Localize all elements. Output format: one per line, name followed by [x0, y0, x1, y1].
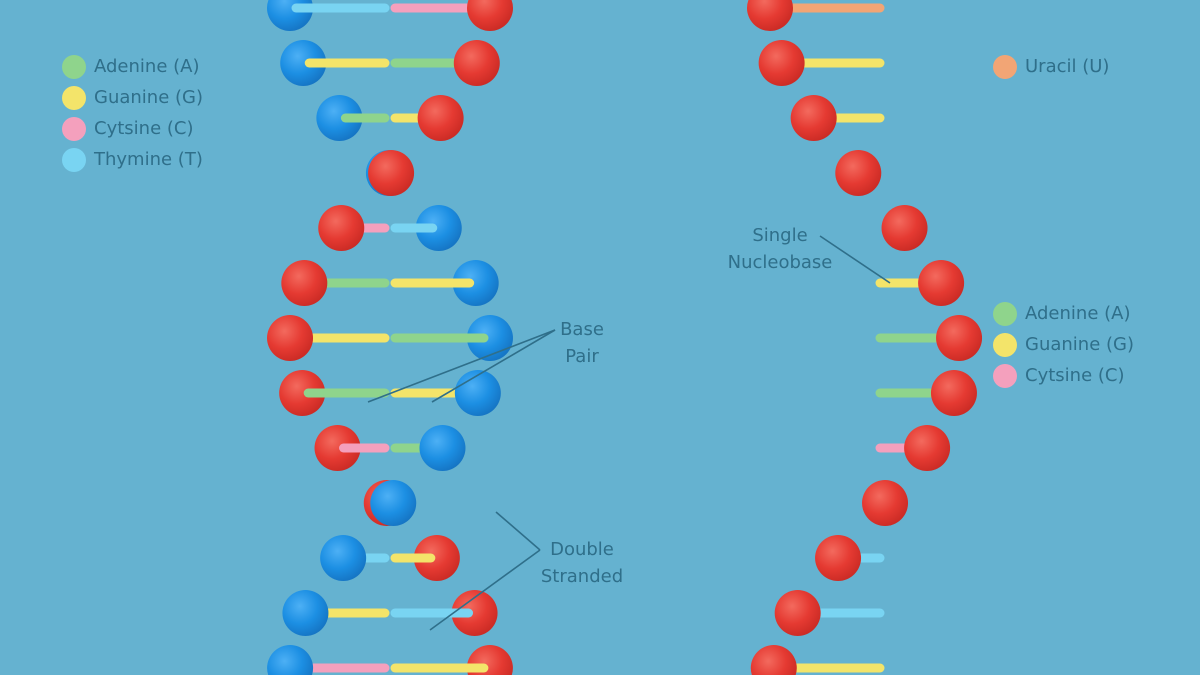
callout-line: Double: [550, 539, 614, 560]
legend-dna: Adenine (A) Guanine (G) Cytsine (C) Thym…: [62, 51, 203, 175]
backbone-blue-ball: [415, 205, 462, 251]
double-stranded-leader: [495, 511, 541, 551]
backbone-red-ball: [413, 535, 460, 581]
backbone-blue-ball: [280, 40, 327, 86]
backbone-red-ball: [918, 260, 965, 306]
legend-label: Cytsine (C): [1025, 365, 1125, 386]
legend-label: Adenine (A): [94, 56, 200, 77]
backbone-red-ball: [417, 95, 464, 141]
guanine-swatch: [62, 85, 86, 110]
adenine-swatch: [993, 301, 1017, 326]
backbone-red-ball: [281, 260, 328, 306]
backbone-blue-ball: [370, 480, 417, 526]
backbone-red-ball: [774, 590, 821, 636]
backbone-blue-ball: [452, 260, 499, 306]
thymine-swatch: [62, 147, 86, 172]
backbone-red-ball: [790, 95, 837, 141]
legend-item-cytosine: Cytsine (C): [62, 113, 203, 144]
backbone-blue-ball: [316, 95, 363, 141]
backbone-red-ball: [314, 425, 361, 471]
callout-line: Pair: [565, 346, 599, 367]
callout-line: Single: [752, 225, 808, 246]
legend-rna: Adenine (A) Guanine (G) Cytsine (C): [993, 298, 1134, 391]
legend-item-uracil: Uracil (U): [993, 51, 1109, 82]
backbone-blue-ball: [419, 425, 466, 471]
backbone-red-ball: [750, 645, 797, 675]
legend-item-guanine: Guanine (G): [62, 82, 203, 113]
legend-item-adenine: Adenine (A): [62, 51, 203, 82]
backbone-red-ball: [758, 40, 805, 86]
rna-strand: [747, 0, 983, 675]
leader-lines: [367, 235, 891, 631]
callout-line: Nucleobase: [727, 252, 833, 273]
cytosine-swatch: [62, 116, 86, 141]
legend-item-guanine: Guanine (G): [993, 329, 1134, 360]
backbone-red-ball: [881, 205, 928, 251]
double-stranded-leader: [429, 549, 541, 631]
callout-base-pair: Base Pair: [548, 316, 616, 370]
backbone-red-ball: [279, 370, 326, 416]
callout-single-nucleobase: Single Nucleobase: [725, 222, 835, 276]
backbone-blue-ball: [282, 590, 329, 636]
backbone-blue-ball: [320, 535, 367, 581]
callout-double-stranded: Double Stranded: [534, 536, 630, 590]
backbone-blue-ball: [267, 645, 314, 675]
base-pair-leader: [367, 329, 556, 403]
legend-label: Guanine (G): [1025, 334, 1134, 355]
backbone-red-ball: [815, 535, 862, 581]
backbone-red-ball: [267, 315, 314, 361]
dna-front-layer: [267, 0, 513, 675]
backbone-red-ball: [451, 590, 498, 636]
backbone-red-ball: [862, 480, 909, 526]
guanine-swatch: [993, 332, 1017, 357]
single-nucleobase-leader: [819, 235, 891, 284]
uracil-swatch: [993, 54, 1017, 79]
backbone-red-ball: [835, 150, 882, 196]
backbone-red-ball: [904, 425, 951, 471]
legend-rna-uracil: Uracil (U): [993, 51, 1109, 82]
backbone-red-ball: [467, 0, 513, 31]
legend-item-cytosine: Cytsine (C): [993, 360, 1134, 391]
backbone-blue-ball: [454, 370, 501, 416]
callout-line: Base: [560, 319, 604, 340]
legend-label: Cytsine (C): [94, 118, 194, 139]
backbone-red-ball: [368, 150, 415, 196]
legend-label: Uracil (U): [1025, 56, 1110, 77]
backbone-blue-ball: [466, 315, 513, 361]
backbone-red-ball: [747, 0, 793, 31]
cytosine-swatch: [993, 363, 1017, 388]
legend-label: Thymine (T): [94, 149, 203, 170]
callout-line: Stranded: [540, 566, 624, 587]
legend-label: Guanine (G): [94, 87, 203, 108]
base-pair-leader: [431, 329, 556, 403]
legend-label: Adenine (A): [1025, 303, 1131, 324]
backbone-red-ball: [318, 205, 365, 251]
backbone-red-ball: [930, 370, 977, 416]
backbone-red-ball: [453, 40, 500, 86]
backbone-red-ball: [936, 315, 983, 361]
adenine-swatch: [62, 54, 86, 79]
legend-item-adenine: Adenine (A): [993, 298, 1134, 329]
legend-item-thymine: Thymine (T): [62, 144, 203, 175]
